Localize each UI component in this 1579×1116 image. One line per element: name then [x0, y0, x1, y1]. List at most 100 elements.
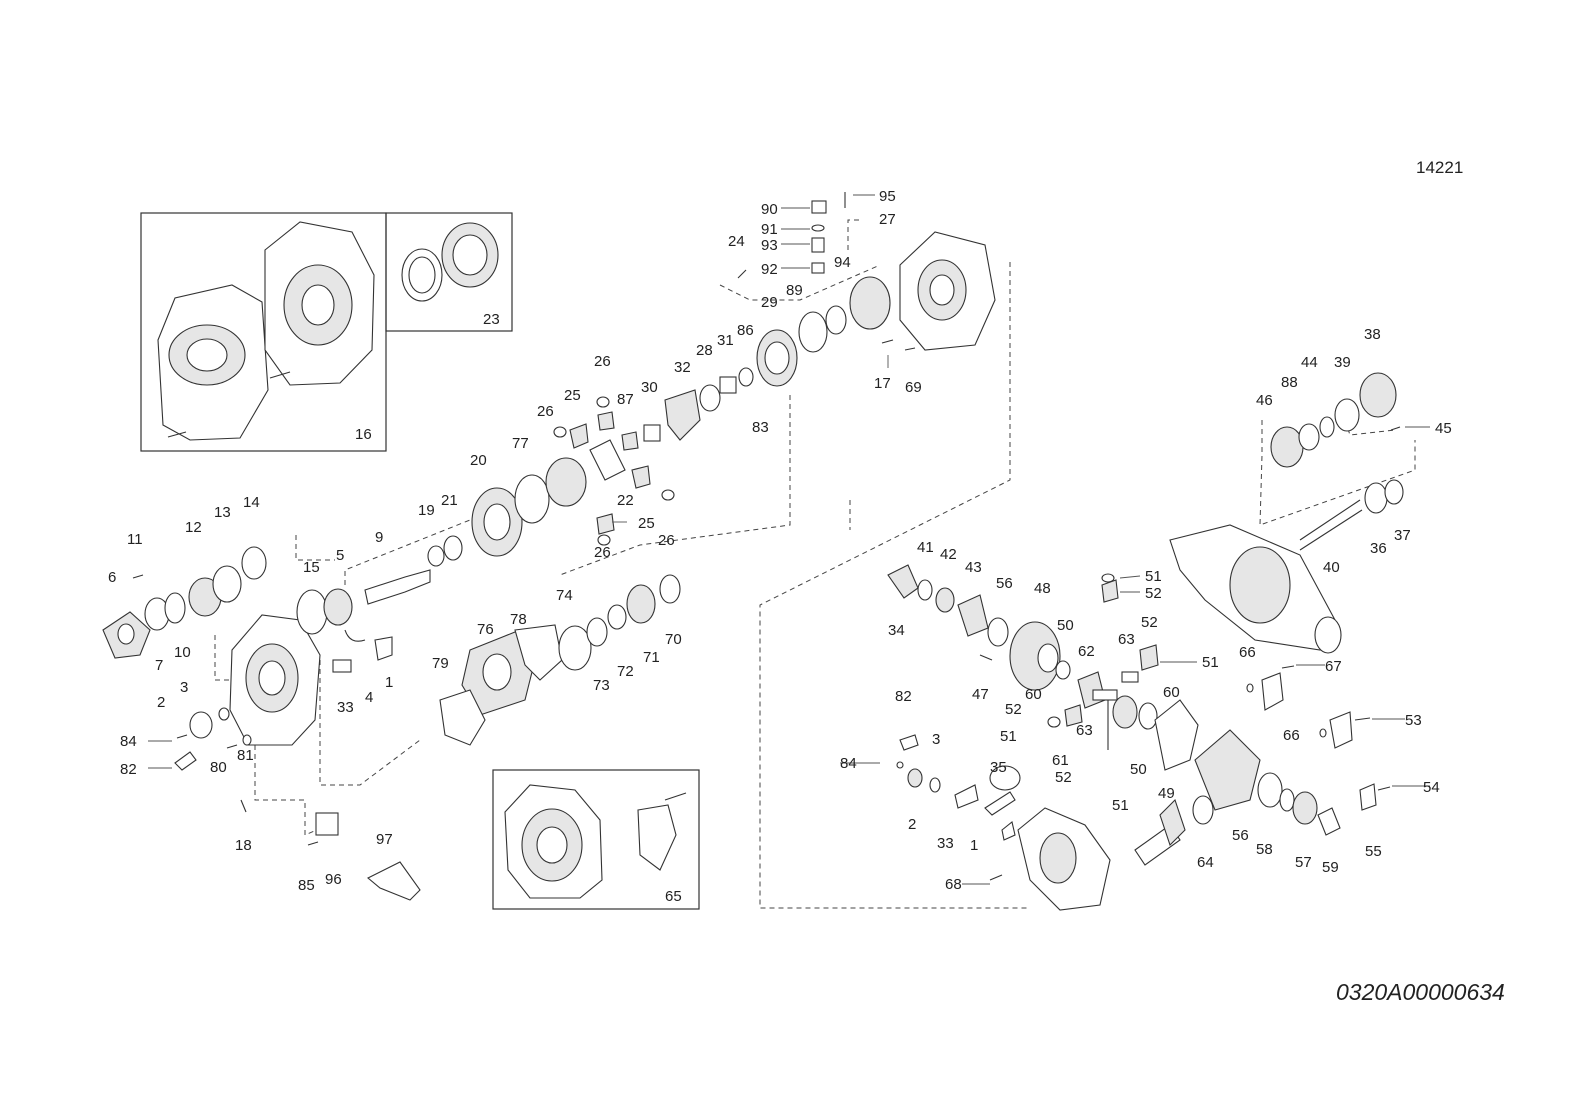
callout-16: 16 [355, 426, 372, 443]
callout-32: 32 [674, 359, 691, 376]
callout-76: 76 [477, 621, 494, 638]
callout-2b: 2 [908, 816, 916, 833]
callout-58: 58 [1256, 841, 1273, 858]
callout-11: 11 [127, 531, 143, 548]
callout-70: 70 [665, 631, 682, 648]
callout-28: 28 [696, 342, 713, 359]
callout-68: 68 [945, 876, 962, 893]
callout-10: 10 [174, 644, 191, 661]
callout-78: 78 [510, 611, 527, 628]
callout-1b: 1 [970, 837, 978, 854]
callout-20: 20 [470, 452, 487, 469]
callout-25b: 25 [638, 515, 655, 532]
callout-19: 19 [418, 502, 435, 519]
callout-12: 12 [185, 519, 202, 536]
callout-93: 93 [761, 237, 778, 254]
callout-63a: 63 [1118, 631, 1135, 648]
callout-13: 13 [214, 504, 231, 521]
callout-18: 18 [235, 837, 252, 854]
callout-21: 21 [441, 492, 458, 509]
callout-1a: 1 [385, 674, 393, 691]
callout-27: 27 [879, 211, 896, 228]
callout-22: 22 [617, 492, 634, 509]
callout-82b: 82 [895, 688, 912, 705]
callout-51b: 51 [1202, 654, 1219, 671]
center-differential-group [553, 192, 996, 546]
callout-53: 53 [1405, 712, 1422, 729]
callout-43: 43 [965, 559, 982, 576]
callout-26c: 26 [658, 532, 675, 549]
callout-33a: 33 [337, 699, 354, 716]
callout-65: 65 [665, 888, 682, 905]
callout-45: 45 [1435, 420, 1452, 437]
callout-60a: 60 [1025, 686, 1042, 703]
callout-56b: 56 [1232, 827, 1249, 844]
callout-40: 40 [1323, 559, 1340, 576]
callout-66a: 66 [1239, 644, 1256, 661]
callout-labels: 90 91 93 92 95 27 24 94 89 29 86 31 28 3… [108, 188, 1452, 905]
callout-69: 69 [905, 379, 922, 396]
callout-41: 41 [917, 539, 934, 556]
leader-lines [148, 194, 1430, 885]
callout-26b: 26 [537, 403, 554, 420]
callout-81: 81 [237, 747, 254, 764]
inset-box-65 [492, 769, 700, 910]
callout-46: 46 [1256, 392, 1273, 409]
callout-63b: 63 [1076, 722, 1093, 739]
callout-15: 15 [303, 559, 320, 576]
callout-26a: 26 [594, 353, 611, 370]
callout-34: 34 [888, 622, 905, 639]
callout-57: 57 [1295, 854, 1312, 871]
callout-82a: 82 [120, 761, 137, 778]
callout-55: 55 [1365, 843, 1382, 860]
callout-61: 61 [1052, 752, 1069, 769]
callout-35: 35 [990, 759, 1007, 776]
inset-box-23 [385, 212, 513, 332]
callout-72: 72 [617, 663, 634, 680]
callout-94: 94 [834, 254, 851, 271]
callout-38: 38 [1364, 326, 1381, 343]
callout-83: 83 [752, 419, 769, 436]
callout-85: 85 [298, 877, 315, 894]
callout-50a: 50 [1057, 617, 1074, 634]
callout-44: 44 [1301, 354, 1318, 371]
callout-39: 39 [1334, 354, 1351, 371]
callout-52a: 52 [1145, 585, 1162, 602]
callout-51d: 51 [1112, 797, 1129, 814]
callout-66b: 66 [1283, 727, 1300, 744]
callout-48: 48 [1034, 580, 1051, 597]
callout-60b: 60 [1163, 684, 1180, 701]
callout-26d: 26 [594, 544, 611, 561]
callout-67: 67 [1325, 658, 1342, 675]
callout-88: 88 [1281, 374, 1298, 391]
callout-50b: 50 [1130, 761, 1147, 778]
callout-25a: 25 [564, 387, 581, 404]
callout-73: 73 [593, 677, 610, 694]
callout-51c: 51 [1000, 728, 1017, 745]
callout-56a: 56 [996, 575, 1013, 592]
callout-97: 97 [376, 831, 393, 848]
callout-79: 79 [432, 655, 449, 672]
callout-91: 91 [761, 221, 778, 238]
callout-64: 64 [1197, 854, 1214, 871]
callout-37: 37 [1394, 527, 1411, 544]
callout-87: 87 [617, 391, 634, 408]
callout-33b: 33 [937, 835, 954, 852]
callout-62: 62 [1078, 643, 1095, 660]
callout-42: 42 [940, 546, 957, 563]
callout-52b: 52 [1141, 614, 1158, 631]
callout-47: 47 [972, 686, 989, 703]
callout-95: 95 [879, 188, 896, 205]
callout-54: 54 [1423, 779, 1440, 796]
callout-7: 7 [155, 657, 163, 674]
callout-17: 17 [874, 375, 891, 392]
callout-84a: 84 [120, 733, 137, 750]
callout-31: 31 [717, 332, 734, 349]
callout-96: 96 [325, 871, 342, 888]
callout-4: 4 [365, 689, 373, 706]
callout-23: 23 [483, 311, 500, 328]
callout-6: 6 [108, 569, 116, 586]
callout-90: 90 [761, 201, 778, 218]
callout-89: 89 [786, 282, 803, 299]
